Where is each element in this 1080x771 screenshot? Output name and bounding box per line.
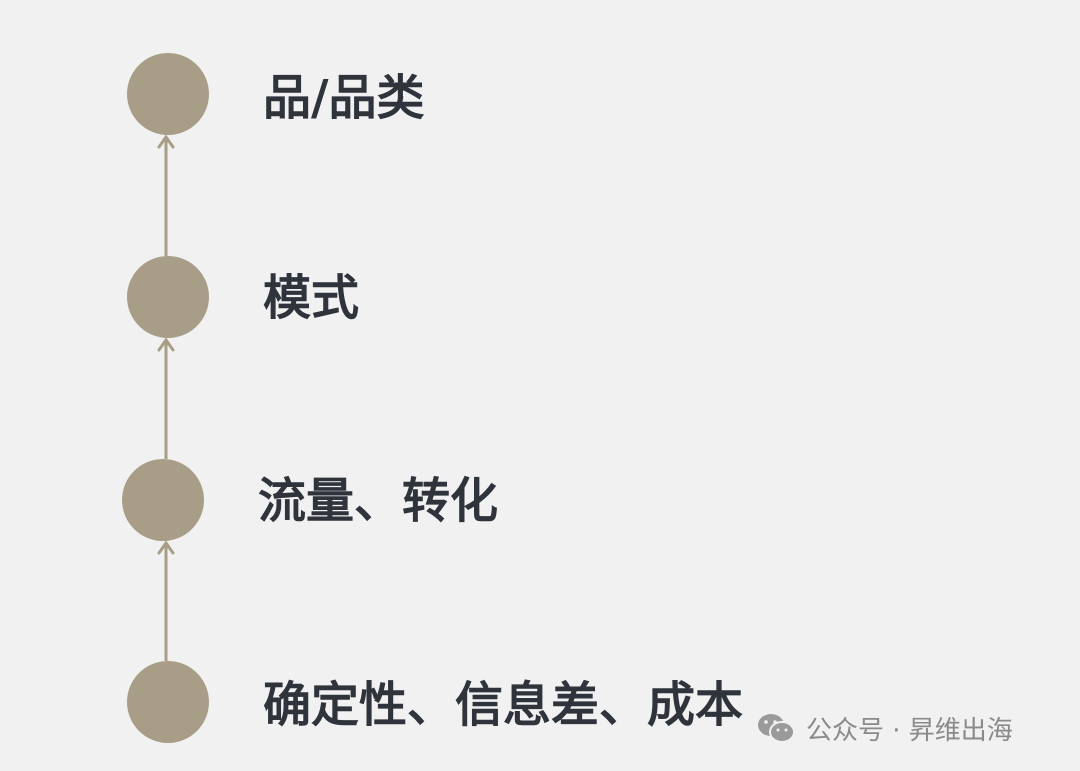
step-node-0 (127, 53, 209, 135)
step-label-certainty-info-cost: 确定性、信息差、成本 (263, 677, 744, 733)
watermark-text: 公众号 · 昇维出海 (806, 715, 1013, 746)
step-node-1 (127, 256, 209, 338)
wechat-icon (758, 714, 795, 743)
step-label-product-category: 品/品类 (263, 70, 425, 126)
step-label-model: 模式 (263, 270, 360, 326)
arrow-group (157, 134, 175, 661)
node-group (122, 53, 209, 743)
step-node-2 (122, 459, 204, 541)
arrow-head-1 (157, 337, 175, 352)
arrow-head-2 (157, 540, 175, 555)
arrow-head-0 (157, 134, 175, 149)
watermark: 公众号 · 昇维出海 (756, 708, 1013, 748)
step-node-3 (127, 661, 209, 743)
step-label-traffic-conversion: 流量、转化 (258, 473, 499, 529)
